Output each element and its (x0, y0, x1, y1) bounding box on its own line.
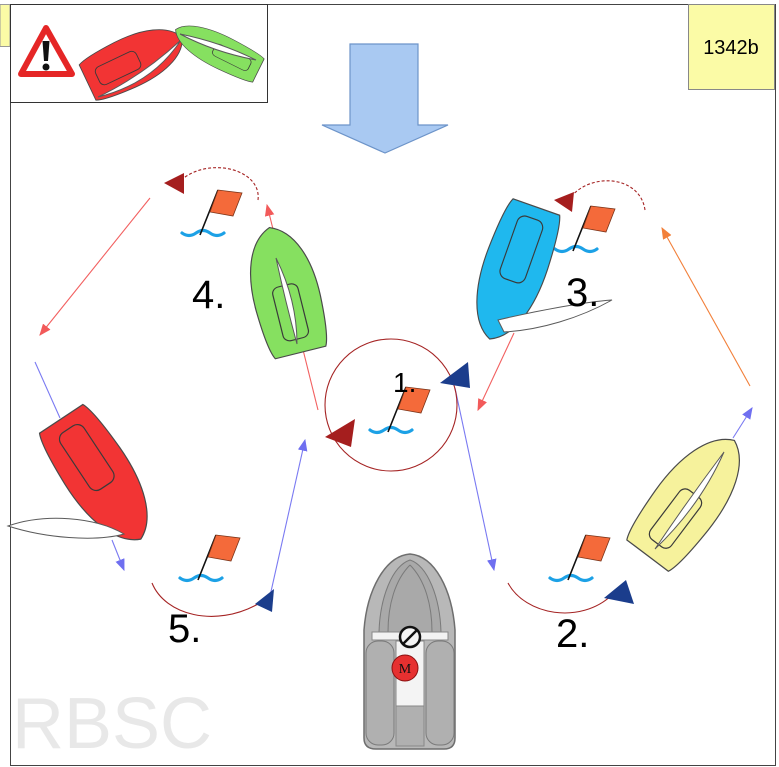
prohibited-icon (398, 625, 422, 649)
green-boat-sail (275, 257, 298, 345)
mark-3-label: 3. (566, 271, 599, 315)
prohibited-slash (402, 629, 418, 645)
motorboat-left-pontoon (365, 640, 395, 746)
boat-cabin (58, 423, 115, 492)
flag-icon (582, 205, 616, 233)
course-line-red-boat-to-mark5 (111, 539, 125, 572)
flag-icon (209, 189, 243, 217)
boat-cabin (94, 50, 142, 86)
water-wave-icon (553, 244, 599, 254)
mark-3-buoy (553, 205, 616, 254)
mark4-arc-arrowhead (164, 173, 184, 194)
mark-1-label: 1. (393, 367, 416, 398)
mark2-arc-arrowhead (604, 580, 634, 604)
blue-boat-sail (497, 299, 613, 333)
yellow-boat-sail (654, 451, 725, 550)
warning-icon (18, 25, 75, 77)
boat-hull (38, 403, 148, 541)
motorboat-right-pontoon (425, 640, 455, 746)
motorboat: M (363, 553, 456, 750)
motorboat-stern (395, 705, 425, 747)
warning-green-boat-sail (179, 33, 257, 61)
water-wave-icon (178, 573, 224, 583)
course-line-to-mark3 (661, 226, 751, 387)
boat-hull (78, 29, 183, 101)
reference-code: 1342b (703, 37, 759, 59)
course-line-left-to-red-boat (34, 361, 61, 419)
motorboat-bow-right-cushion (409, 564, 433, 633)
water-wave-icon (180, 228, 226, 238)
blue-sailboat (476, 198, 561, 340)
course-line-mark1-to-mark2 (454, 387, 497, 572)
mark5-arc-arrowhead (255, 589, 274, 612)
flag-icon (397, 386, 431, 414)
flag-icon (207, 534, 241, 562)
mark3-rounding-arc (569, 180, 646, 211)
warning-red-boat (78, 29, 183, 101)
mark-4-buoy (180, 189, 243, 238)
diagram-frame (10, 4, 776, 766)
collision-warning-box (10, 4, 268, 103)
course-line-mark4-to-left (39, 197, 151, 336)
reference-badge: 1342b (688, 4, 775, 90)
course-line-blue-boat-to-mark1 (477, 332, 515, 412)
mark-1-buoy (368, 386, 431, 435)
mark5-rounding-arc (151, 582, 259, 617)
mark-4-label: 4. (192, 273, 225, 317)
watermark: RBSC (12, 684, 212, 764)
course-line-yellow-boat-up (732, 406, 753, 439)
mark1-rounding-circle (324, 338, 458, 472)
boat-cabin (499, 215, 544, 284)
mark-5-label: 5. (168, 607, 201, 651)
motorboat-badge-circle (391, 654, 419, 682)
side-tab (0, 4, 11, 47)
wind-arrow-icon (321, 43, 449, 154)
reference-badge-box (688, 4, 775, 90)
mark-2-label: 2. (556, 612, 589, 656)
mark-5-buoy (178, 534, 241, 583)
flag-icon (577, 534, 611, 562)
water-wave-icon (368, 425, 414, 435)
mark2-rounding-arc (507, 582, 613, 614)
warning-exclamation-bar (42, 41, 50, 61)
mark4-rounding-arc (177, 167, 259, 201)
mark1-red-arrowhead (325, 419, 355, 447)
red-boat-sail (6, 517, 126, 539)
boat-hull (476, 198, 561, 340)
warning-exclamation-dot (42, 63, 50, 71)
water-wave-icon (548, 573, 594, 583)
mark1-navy-arrowhead (440, 362, 470, 388)
motorboat-badge-label: M (399, 662, 412, 677)
mark-2-buoy (548, 534, 611, 583)
motorboat-bow-left-cushion (387, 564, 411, 633)
mark3-arc-arrowhead (554, 192, 574, 212)
course-line-mark5-to-mark1 (269, 438, 308, 597)
red-sailboat (38, 403, 148, 541)
